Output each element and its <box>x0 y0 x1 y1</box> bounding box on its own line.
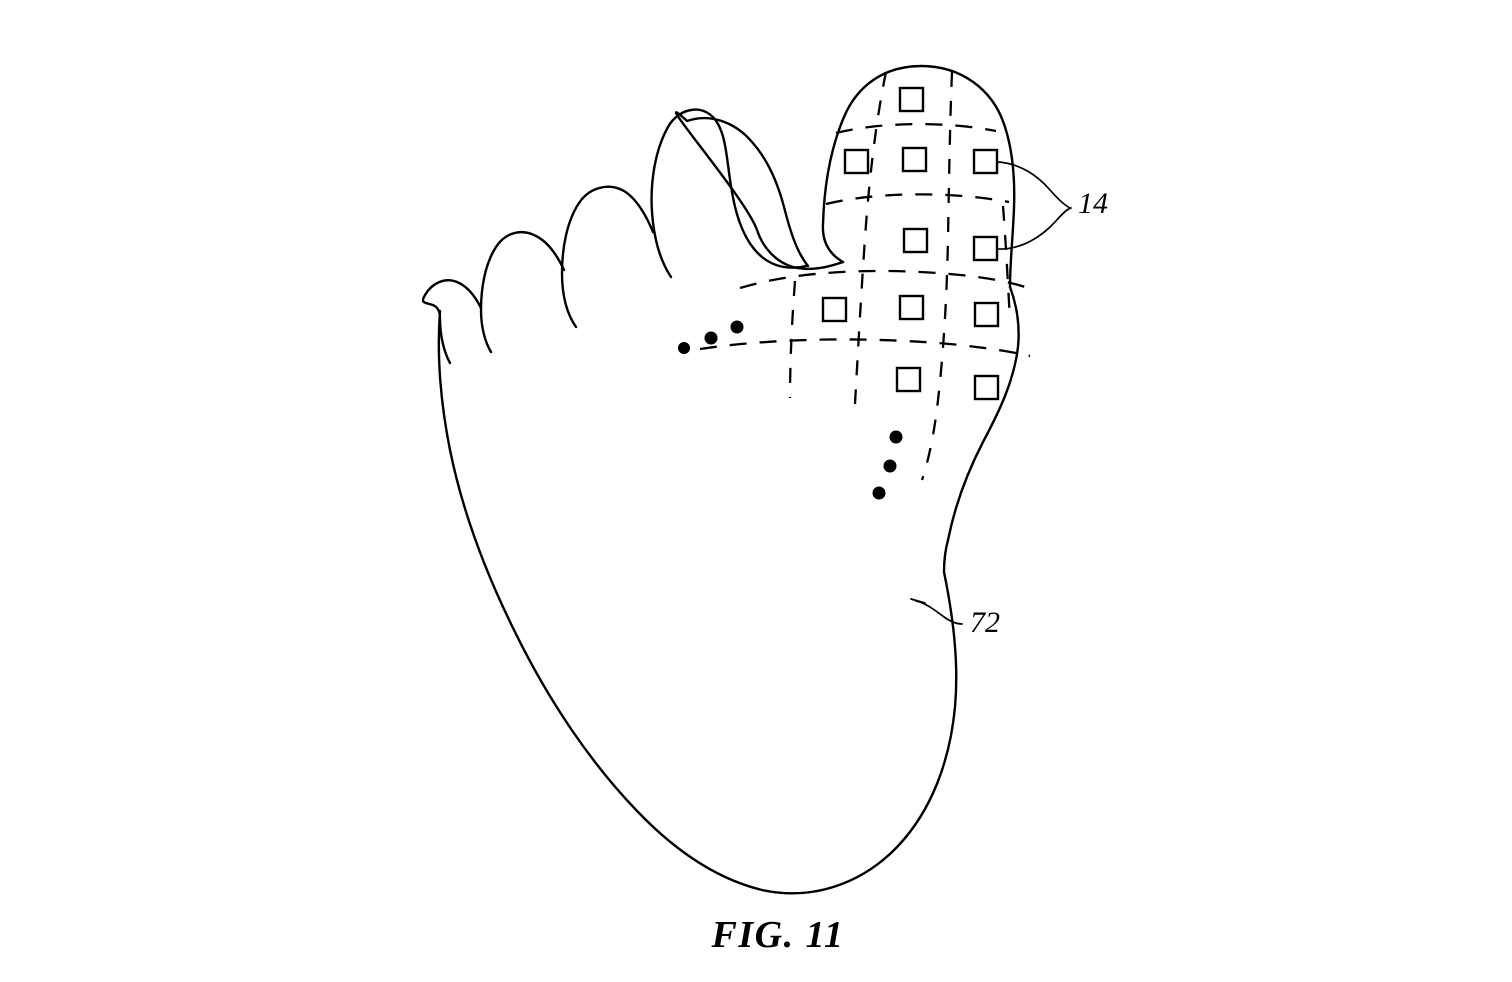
lateral-foot-edge <box>437 309 764 892</box>
second-toe-arc <box>650 108 808 279</box>
grid-row-line-3 <box>739 269 1026 290</box>
leader-line-14-upper <box>996 161 1071 209</box>
ellipsis-dot <box>704 331 718 345</box>
sensor-square <box>973 374 1000 401</box>
ellipsis-dot <box>889 430 903 444</box>
sensor-square <box>973 301 1000 328</box>
figure-caption: FIG. 11 <box>711 914 845 956</box>
third-toe-outline <box>560 185 655 329</box>
sensor-square <box>898 294 925 321</box>
grid-col-line-4 <box>1001 205 1012 321</box>
foot-outline-group <box>421 64 1020 895</box>
grid-row-line-1 <box>835 122 997 135</box>
medial-foot-edge <box>942 285 1020 574</box>
sensor-squares-group <box>821 86 1000 401</box>
ellipsis-dot <box>872 486 886 500</box>
heel-outline <box>760 570 958 895</box>
grid-col-line-2 <box>920 71 954 481</box>
leader-tick-72 <box>910 598 926 604</box>
big-toe-outline <box>821 64 1016 289</box>
sensor-square <box>895 366 922 393</box>
grid-col-line-1 <box>853 71 888 405</box>
ellipsis-dot <box>883 459 897 473</box>
ellipsis-dots-group <box>678 320 903 500</box>
grid-row-line-4 <box>699 338 1031 358</box>
reference-numeral-72-group: 72 <box>910 598 1000 639</box>
fourth-toe-outline <box>479 231 566 354</box>
ellipsis-dot <box>678 342 690 354</box>
sensor-square <box>898 86 925 113</box>
sensor-square <box>972 235 999 262</box>
ellipsis-dot <box>730 320 744 334</box>
sensor-grid-group <box>699 71 1031 481</box>
sensor-square <box>902 227 929 254</box>
sensor-square <box>843 148 870 175</box>
reference-numeral-14-group: 14 <box>996 161 1108 250</box>
reference-label-72: 72 <box>970 606 1000 639</box>
little-toe-and-lateral-edge <box>421 279 483 365</box>
grid-row-line-2 <box>825 193 1010 206</box>
sensor-square <box>972 148 999 175</box>
sensor-square <box>901 146 928 173</box>
leader-line-72 <box>915 600 963 625</box>
sensor-square <box>821 296 848 323</box>
second-toe-outline <box>674 111 845 270</box>
reference-label-14: 14 <box>1078 187 1108 220</box>
grid-col-line-3 <box>788 280 797 399</box>
leader-line-14-lower <box>996 207 1072 250</box>
